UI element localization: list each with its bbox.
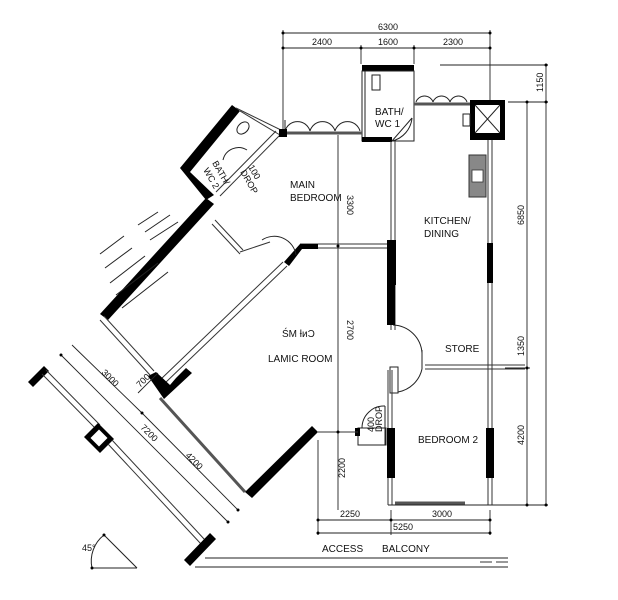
dim-bottom-total: 5250 [393,522,413,532]
living-label-1: ŚM ƚᴎƆ [282,327,315,340]
kitchen-walls [389,140,493,505]
dim-diag-3000: 3000 [100,367,121,388]
drop-400-label-1: 400 [366,417,376,432]
kitchen-window-doors [414,95,470,106]
dim-right-lower: 4200 [516,425,526,445]
main-bedroom-label-2: BEDROOM [290,193,342,204]
dim-top-seg-2: 1600 [378,37,398,47]
dim-inner-mid: 2700 [345,320,355,340]
angle-45-marker-icon [90,533,138,570]
dim-diag-7200: 7200 [139,422,160,443]
right-dimension-lines [440,63,548,507]
bedroom-2-label: BEDROOM 2 [418,435,478,446]
dim-bottom-seg-1: 2250 [340,509,360,519]
living-room-walls [99,198,318,498]
dim-inner-top: 3300 [345,195,355,215]
balcony-label: BALCONY [382,544,430,555]
bath-wc-2-block [180,105,287,200]
diagonal-dimension-lines [59,344,240,524]
main-bedroom-walls [284,240,395,325]
dim-top-seg-1: 2400 [312,37,332,47]
dim-right-main: 6850 [516,205,526,225]
railing-lines [99,211,179,309]
bath-wc-1-label-1: BATH/ [375,107,404,118]
toilet-icon [236,121,250,135]
access-balcony-lines [195,557,508,568]
living-label-2: LAMIC ROOM [268,354,332,365]
store-label: STORE [445,344,480,355]
store-walls [389,324,525,394]
angle-45-label: 45° [82,543,96,553]
service-shaft [462,100,505,140]
balcony-outer [28,366,216,566]
bathtub-fixture-icon [371,74,381,91]
main-bedroom-window-doors [283,120,362,135]
kitchen-label-1: KITCHEN/ [424,216,471,227]
drop-400-label-2: DROP [374,406,384,432]
dim-top-total: 6300 [378,22,398,32]
bath-wc-1-label-2: WC 1 [375,119,400,130]
dim-right-top: 1150 [535,73,545,92]
bath-wc-1-block [361,65,415,142]
dim-bottom-seg-2: 3000 [432,509,452,519]
dim-diag-4200: 4200 [184,450,205,471]
bedroom-2-walls [387,370,505,506]
dim-top-seg-3: 2300 [443,37,463,47]
main-bedroom-label-1: MAIN [290,180,315,191]
bottom-dimension-lines [316,135,492,535]
kitchen-label-2: DINING [424,229,459,240]
access-label: ACCESS [322,544,363,555]
dim-right-mid: 1350 [516,336,526,356]
dim-inner-bottom: 2200 [337,458,347,478]
